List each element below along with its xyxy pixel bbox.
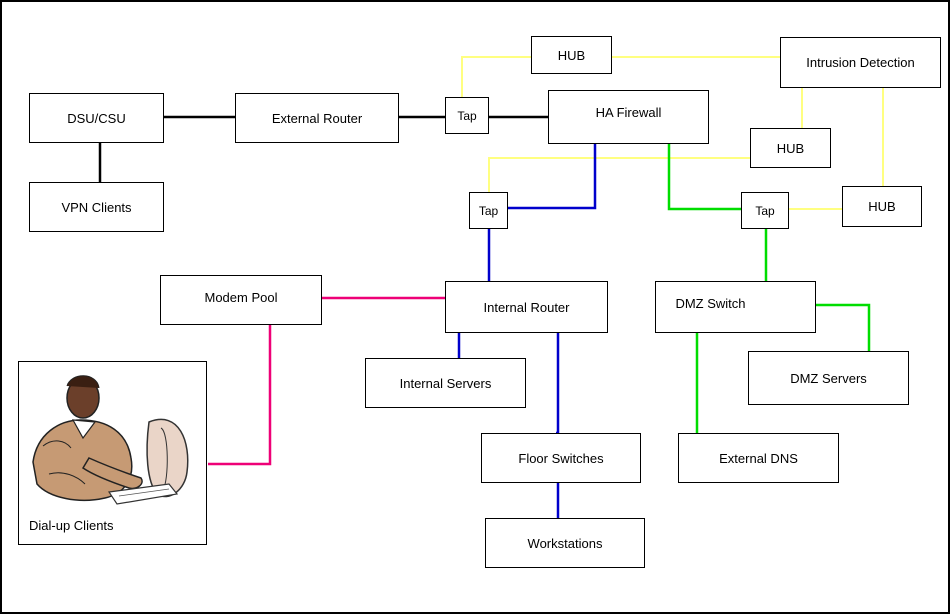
monitor-links (461, 56, 884, 210)
dialup-clients-label: Dial-up Clients (29, 518, 114, 533)
workstations-node: Workstations (485, 518, 645, 568)
dmz-switch-node: DMZ Switch (655, 281, 816, 333)
internal-servers-node: Internal Servers (365, 358, 526, 408)
link-tap-top-hub (461, 56, 531, 97)
link-dmz-switch-dmz-servers (816, 303, 871, 351)
hub-mid-node: HUB (750, 128, 831, 168)
external-router-node: External Router (235, 93, 399, 143)
dialup-clients-node: Dial-up Clients (18, 361, 207, 545)
internal-router-node: Internal Router (445, 281, 608, 333)
link-dialup-modem-pool (208, 325, 272, 466)
floor-switches-node: Floor Switches (481, 433, 641, 483)
tap-right-node: Tap (741, 192, 789, 229)
person-at-computer-icon (32, 375, 189, 505)
link-firewall-tap-right (667, 144, 741, 211)
hub-top-node: HUB (531, 36, 612, 74)
tap-left-node: Tap (469, 192, 508, 229)
dmz-servers-node: DMZ Servers (748, 351, 909, 405)
dsu-csu-node: DSU/CSU (29, 93, 164, 143)
dialup-links (208, 296, 445, 466)
external-links (98, 115, 548, 182)
intrusion-detection-node: Intrusion Detection (780, 37, 941, 88)
modem-pool-node: Modem Pool (160, 275, 322, 325)
link-tap-left-hub-mid (488, 157, 750, 192)
hub-right-node: HUB (842, 186, 922, 227)
external-dns-node: External DNS (678, 433, 839, 483)
link-router-floor-switches (556, 333, 560, 435)
vpn-clients-node: VPN Clients (29, 182, 164, 232)
tap-top-node: Tap (445, 97, 489, 134)
link-firewall-tap-left (508, 144, 597, 210)
ha-firewall-node: HA Firewall (548, 90, 709, 144)
dmz-links (667, 144, 871, 433)
